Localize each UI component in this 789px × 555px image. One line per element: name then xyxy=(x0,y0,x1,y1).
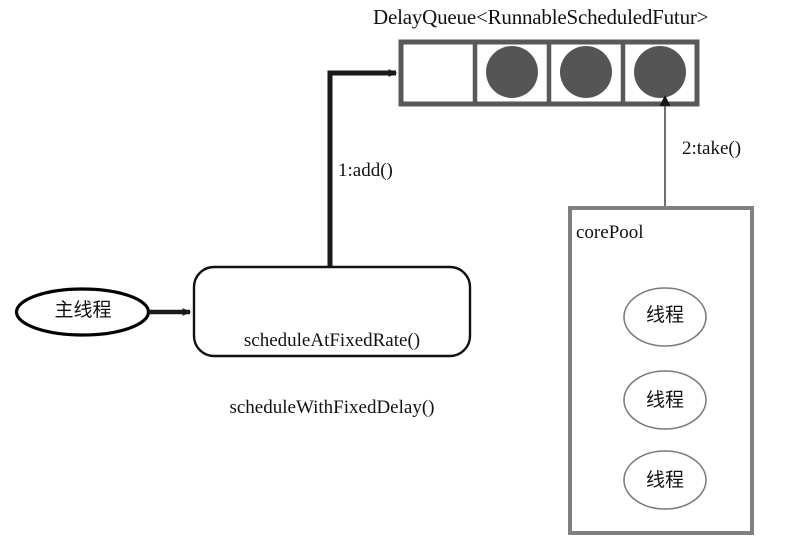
queue-title: DelayQueue<RunnableScheduledFutur> xyxy=(373,5,709,29)
scheduler-method-line-2: scheduleWithFixedDelay() xyxy=(229,397,435,419)
queue-task-circle-2 xyxy=(560,46,612,98)
queue-task-circle-1 xyxy=(486,46,538,98)
scheduler-method-list: scheduleAtFixedRate() scheduleWithFixedD… xyxy=(196,285,468,464)
queue-task-circle-3 xyxy=(634,46,686,98)
worker-label-3: 线程 xyxy=(645,470,684,491)
worker-label-2: 线程 xyxy=(645,390,684,411)
main-thread-ellipse xyxy=(14,287,151,337)
main-thread-label: 主线程 xyxy=(54,300,112,321)
delay-queue-box xyxy=(398,39,700,107)
worker-ellipse-3 xyxy=(623,450,707,510)
worker-ellipse-2 xyxy=(623,370,707,430)
core-pool-label: corePool xyxy=(576,222,644,243)
worker-ellipse-1 xyxy=(623,287,707,347)
scheduler-method-line-1: scheduleAtFixedRate() xyxy=(243,329,421,351)
scheduler-box xyxy=(192,265,472,358)
add-arrow xyxy=(327,69,398,268)
worker-label-1: 线程 xyxy=(645,305,684,326)
add-edge-label: 1:add() xyxy=(338,160,393,181)
take-edge-label: 2:take() xyxy=(682,138,742,159)
